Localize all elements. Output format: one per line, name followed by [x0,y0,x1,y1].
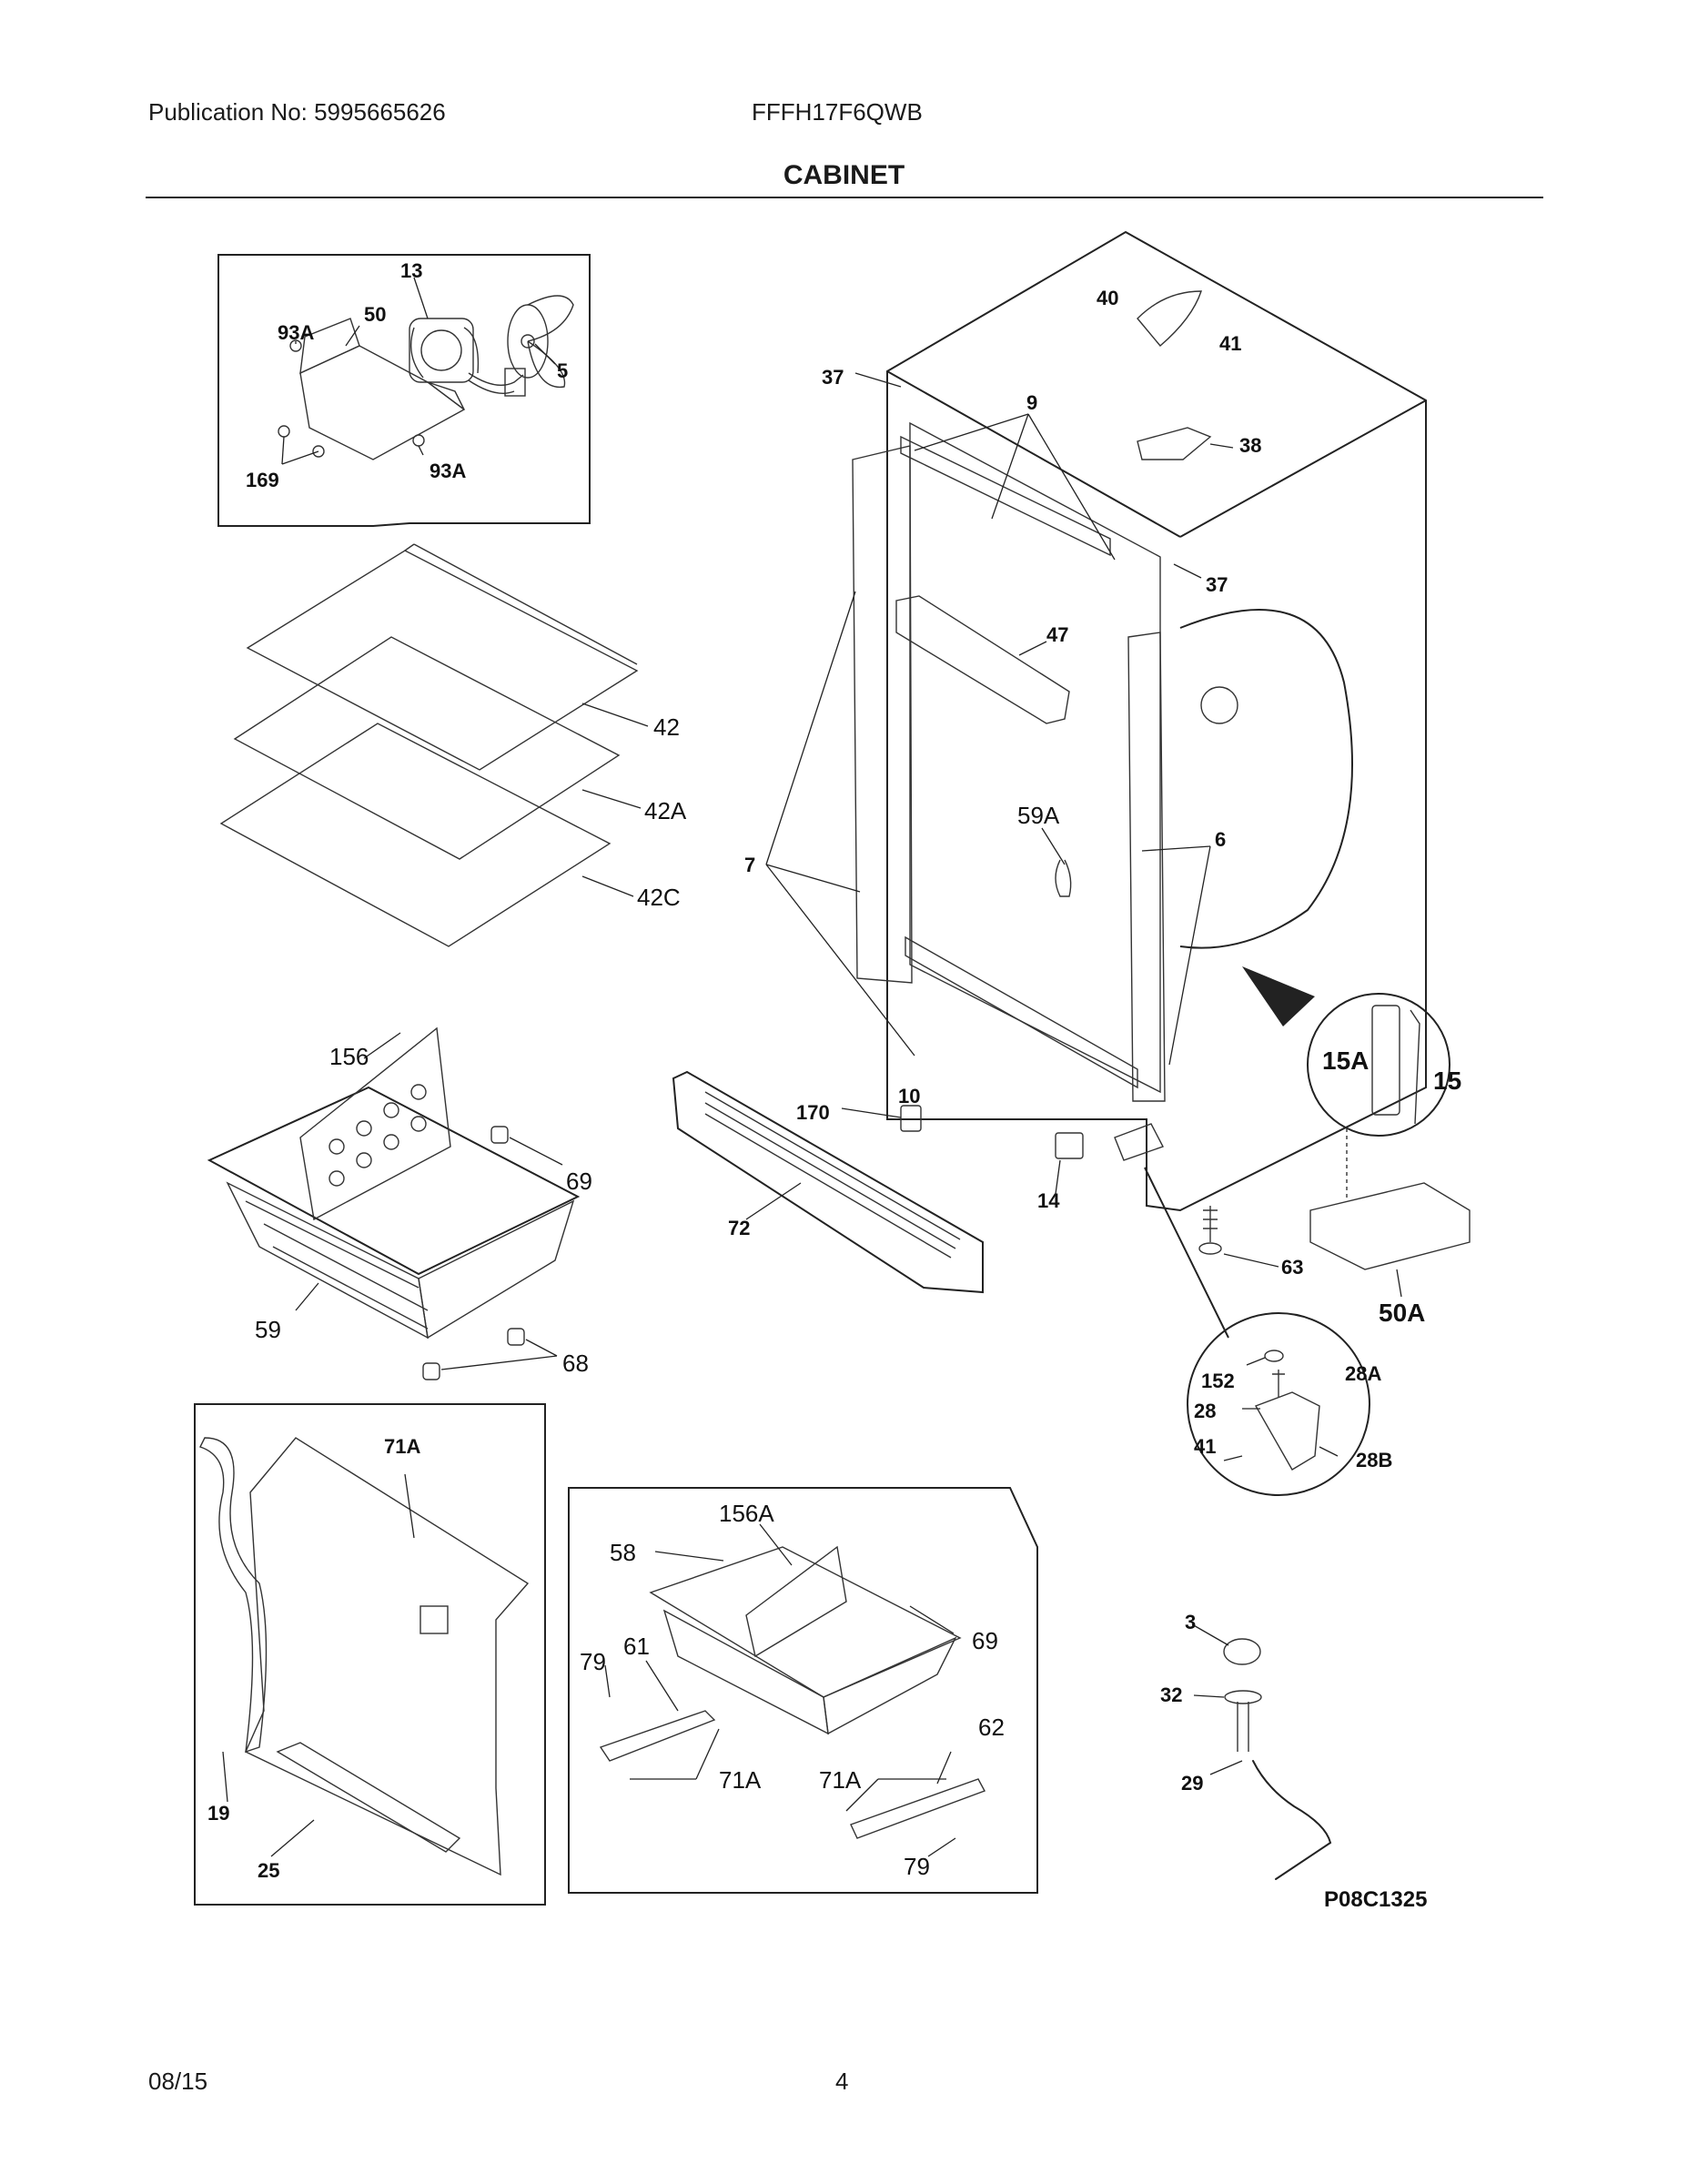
callout-93a-bottom: 93A [430,460,466,482]
callout-156a: 156A [719,1500,774,1527]
toe-grille [672,1070,984,1294]
callout-71a-right: 71A [819,1766,862,1794]
bottom-panel-inset [194,1403,546,1906]
callout-19: 19 [207,1802,229,1825]
callout-13: 13 [400,259,422,282]
callout-156: 156 [329,1043,369,1070]
switch-and-leg [1055,1123,1471,1298]
callout-38: 38 [1239,434,1261,457]
callout-28a: 28A [1345,1362,1381,1385]
callout-47: 47 [1046,623,1068,646]
callout-79-right: 79 [904,1853,930,1880]
callout-170: 170 [796,1101,830,1124]
callout-28: 28 [1194,1400,1216,1422]
callout-79-left: 79 [580,1648,606,1675]
drain-assembly [1191,1623,1332,1880]
callout-50: 50 [364,303,386,326]
callout-28b: 28B [1356,1449,1392,1471]
callout-93a-top: 93A [278,321,314,344]
callout-labels: 13 93A 50 5 169 93A 40 41 37 9 38 37 47 … [207,259,1461,1912]
cabinet-body [765,230,1427,1212]
callout-3: 3 [1185,1611,1196,1633]
callout-61: 61 [623,1633,650,1660]
callout-71a-mid: 71A [719,1766,762,1794]
hinge-detail [1144,1167,1370,1496]
callout-68: 68 [562,1350,589,1377]
callout-42a: 42A [644,797,687,824]
callout-15: 15 [1433,1067,1461,1095]
freezer-basket [207,1026,581,1380]
callout-69-left: 69 [566,1168,592,1195]
callout-15a: 15A [1322,1046,1369,1075]
callout-59a: 59A [1017,802,1060,829]
callout-71a-top: 71A [384,1435,420,1458]
callout-152: 152 [1201,1370,1235,1392]
footer-page-number: 4 [835,2068,849,2095]
callout-169: 169 [246,469,279,491]
diagram-code: P08C1325 [1324,1887,1427,1912]
callout-9: 9 [1026,391,1037,414]
callout-50a: 50A [1379,1299,1425,1327]
callout-6: 6 [1215,828,1226,851]
callout-41-top: 41 [1219,332,1241,355]
callout-7: 7 [744,854,755,876]
callout-63: 63 [1281,1256,1303,1279]
callout-14: 14 [1037,1189,1060,1212]
publication-number: Publication No: 5995665626 [148,98,446,126]
callout-40: 40 [1097,287,1118,309]
light-switch-detail [1242,966,1450,1137]
callout-29: 29 [1181,1772,1203,1795]
header-rule [146,197,1543,198]
fan-motor-inset [217,254,591,527]
callout-37-right: 37 [1206,573,1228,596]
callout-69-right: 69 [972,1627,998,1654]
page-title: CABINET [783,160,905,190]
callout-42c: 42C [637,884,681,911]
callout-72: 72 [728,1217,750,1239]
callout-32: 32 [1160,1684,1182,1706]
callout-42: 42 [653,713,680,741]
small-basket-inset [568,1487,1038,1894]
wire-shelves [219,543,649,947]
callout-5: 5 [557,359,568,382]
callout-58: 58 [610,1539,636,1566]
model-number: FFFH17F6QWB [752,98,923,126]
callout-37-left: 37 [822,366,844,389]
footer-date: 08/15 [148,2068,208,2095]
callout-25: 25 [258,1859,279,1882]
callout-41-hinge: 41 [1194,1435,1216,1458]
callout-59: 59 [255,1316,281,1343]
callout-10: 10 [898,1085,920,1107]
callout-62: 62 [978,1714,1005,1741]
